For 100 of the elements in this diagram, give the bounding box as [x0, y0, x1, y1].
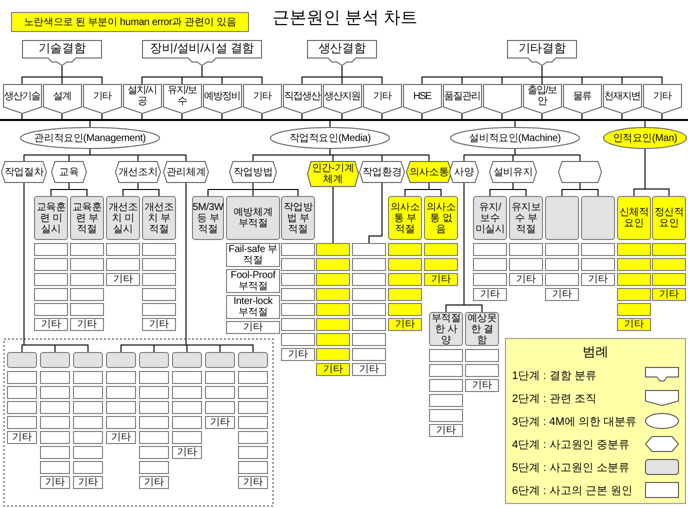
node-label: 기타결함: [518, 42, 566, 56]
connector-line: [330, 148, 430, 162]
rounded-box: [172, 352, 202, 368]
node-label: 생산결함: [318, 42, 366, 56]
rounded-box: [73, 352, 103, 368]
cause-box: [581, 258, 615, 271]
cause-box: [139, 431, 169, 444]
cause-box: [238, 446, 268, 459]
cause-box: [545, 273, 579, 286]
node-label: 기타: [516, 274, 536, 285]
node-label: 기타: [472, 380, 492, 391]
cause-box: [424, 273, 458, 286]
cause-box: [7, 386, 37, 399]
pentagon-box: [642, 84, 682, 114]
node-label: 인적요인(Man): [612, 132, 678, 144]
cause-box: [281, 273, 315, 286]
node-label: 기타: [659, 289, 679, 300]
node-label: 기술결함: [38, 42, 86, 56]
cause-box: [281, 258, 315, 271]
cause-box: [238, 461, 268, 474]
cause-box: [106, 273, 140, 286]
node-label: 부적절한 사양: [431, 312, 461, 346]
node-label: 기타: [588, 274, 608, 285]
rounded-box: [34, 196, 68, 240]
node-label: 예상못한 결함: [467, 312, 497, 346]
node-label: 품질관리: [444, 90, 480, 102]
legend-title: 범례: [582, 343, 610, 361]
cause-box: [142, 273, 176, 286]
node-label: 교육훈련 부적절: [72, 202, 102, 234]
node-label: 교육: [59, 166, 79, 178]
factor-ellipse: [603, 127, 687, 149]
pentagon-box: [602, 84, 642, 114]
node-label: 물류: [573, 90, 591, 102]
cause-box: [73, 476, 103, 489]
cause-box: [7, 431, 37, 444]
connector-line: [428, 182, 442, 196]
pentagon-box: [402, 84, 442, 114]
pentagon-box: [282, 84, 322, 114]
cause-box: [281, 318, 315, 331]
connector-line: [252, 182, 298, 196]
cause-box: [473, 243, 507, 256]
cause-box: [316, 273, 350, 286]
cause-box: [73, 386, 103, 399]
cause-box: [316, 303, 350, 316]
category-tab-box: [22, 40, 102, 66]
connector-line: [90, 148, 186, 162]
cause-box: [238, 431, 268, 444]
hexagon-node: [489, 161, 537, 183]
cause-box: [473, 288, 507, 301]
cause-box: [316, 243, 350, 256]
connector-line: [644, 120, 646, 128]
cause-box: [142, 288, 176, 301]
node-label: 기타: [624, 319, 644, 330]
connector-line: [514, 148, 580, 162]
legend-text: 3단계 : 4M에 의한 대분류: [512, 415, 637, 429]
node-label: 기타: [359, 364, 379, 375]
cause-box: [106, 386, 136, 399]
cause-box: [465, 364, 499, 377]
cause-box: [226, 295, 280, 319]
cause-box: [652, 258, 686, 271]
cause-box: [388, 318, 422, 331]
rounded-box: [226, 196, 280, 240]
cause-box: [352, 318, 386, 331]
connector-line: [186, 182, 254, 352]
connector-line: [342, 66, 382, 84]
node-label: 기타: [552, 289, 572, 300]
cause-box: [352, 288, 386, 301]
factor-ellipse: [270, 127, 390, 149]
cause-box: [40, 401, 70, 414]
rounded-box: [617, 196, 651, 240]
cause-box: [142, 318, 176, 331]
node-label: 기타: [323, 364, 343, 375]
rounded-box: [281, 196, 315, 240]
cause-box: [429, 349, 463, 362]
chart-title: 근본원인 분석 차트: [271, 7, 419, 29]
cause-box: [40, 446, 70, 459]
factor-ellipse: [20, 127, 160, 149]
legend-text: 6단계 : 사고의 근본 원인: [512, 484, 632, 498]
node-label: 기타: [431, 274, 451, 285]
cause-box: [429, 364, 463, 377]
pentagon-box: [122, 84, 162, 114]
cause-box: [139, 446, 169, 459]
node-label: 작업절차: [4, 166, 44, 178]
node-label: 기타: [78, 477, 98, 488]
cause-box: [7, 416, 37, 429]
cause-box: [70, 318, 104, 331]
pentagon-box: [2, 84, 42, 114]
legend-text: 2단계 : 관련 조직: [512, 392, 596, 406]
cause-box: [652, 243, 686, 256]
node-label: 인간-기계 체계: [310, 163, 356, 185]
cause-box: [429, 424, 463, 437]
connector-line: [512, 182, 526, 196]
cause-box: [509, 273, 543, 286]
cause-box: [172, 401, 202, 414]
cause-box: [40, 476, 70, 489]
rounded-box: [388, 196, 422, 240]
node-label: 사양: [454, 166, 474, 178]
cause-box: [617, 243, 651, 256]
node-label: 의사소통: [409, 166, 449, 178]
cause-box: [352, 243, 386, 256]
